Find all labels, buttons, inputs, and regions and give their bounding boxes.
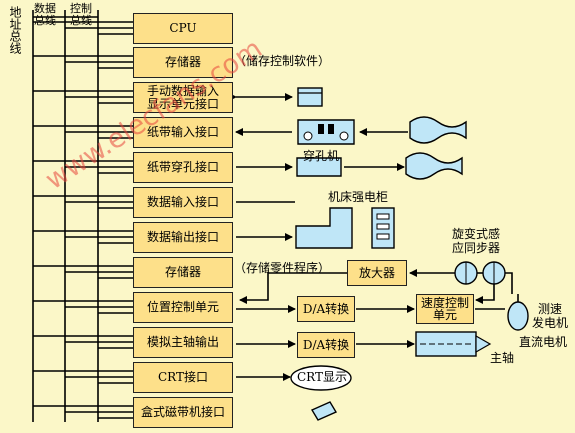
tape-input-box: 纸带输入接口 bbox=[133, 117, 233, 148]
spindle-output-label: 模拟主轴输出 bbox=[146, 335, 219, 349]
punch-label: 穿孔机 bbox=[303, 149, 340, 163]
memory-control-box: 存储器 bbox=[133, 47, 233, 78]
amplifier-label: 放大器 bbox=[358, 265, 395, 280]
tape-reader-head-1 bbox=[318, 124, 324, 134]
dc-motor-label: 直流电机 bbox=[519, 335, 568, 349]
da-converter-1-box: D/A转换 bbox=[297, 296, 355, 322]
resolver-label: 旋变式感 应同步器 bbox=[452, 227, 501, 255]
cabinet-icon bbox=[295, 207, 353, 249]
memory-control-label: 存储器 bbox=[164, 55, 201, 69]
tape-punch-box: 纸带穿孔接口 bbox=[133, 152, 233, 183]
spindle-icon bbox=[475, 334, 492, 354]
memory-control-note: （储存控制软件） bbox=[234, 54, 331, 68]
tape-punch-label: 纸带穿孔接口 bbox=[146, 160, 219, 174]
speed-control-box: 速度控制 单元 bbox=[416, 294, 474, 324]
tape-input-label: 纸带输入接口 bbox=[146, 125, 219, 139]
position-control-box: 位置控制单元 bbox=[133, 292, 233, 323]
memory-parts-box: 存储器 bbox=[133, 257, 233, 288]
data-output-box: 数据输出接口 bbox=[133, 222, 233, 253]
cassette-interface-box: 盒式磁带机接口 bbox=[133, 397, 233, 428]
da-converter-2-box: D/A转换 bbox=[297, 332, 355, 358]
tape-reader-head-2 bbox=[328, 124, 334, 134]
spindle-label: 主轴 bbox=[490, 351, 515, 365]
resolver-to-tacho-line bbox=[505, 272, 513, 294]
cassette-interface-label: 盒式磁带机接口 bbox=[140, 405, 225, 419]
cassette-icon bbox=[310, 401, 338, 421]
crt-interface-box: CRT接口 bbox=[133, 362, 233, 393]
memory-parts-label: 存储器 bbox=[164, 265, 201, 279]
cpu-box: CPU bbox=[133, 13, 233, 44]
tacho-icon bbox=[507, 301, 529, 331]
manual-input-box: 手动数据输入 显示单元接口 bbox=[133, 82, 233, 113]
manual-input-label: 手动数据输入 显示单元接口 bbox=[146, 83, 219, 111]
display-unit-icon bbox=[297, 87, 323, 107]
cabinet-panel-slot-1 bbox=[376, 223, 390, 230]
tape-punch-icon bbox=[296, 157, 342, 177]
data-input-box: 数据输入接口 bbox=[133, 187, 233, 218]
memory-parts-note: （存储零件程序） bbox=[234, 261, 331, 275]
data-output-label: 数据输出接口 bbox=[146, 230, 219, 244]
cpu-label: CPU bbox=[169, 21, 197, 35]
amp-to-position-line bbox=[239, 272, 347, 304]
da-converter-2-label: D/A转换 bbox=[302, 337, 350, 352]
spindle-output-box: 模拟主轴输出 bbox=[133, 327, 233, 358]
cabinet-label: 机床强电柜 bbox=[328, 190, 389, 204]
data-input-label: 数据输入接口 bbox=[146, 195, 219, 209]
tape-reader-reel-left bbox=[303, 131, 313, 141]
tacho-label: 测速 发电机 bbox=[532, 302, 569, 330]
position-control-label: 位置控制单元 bbox=[146, 300, 219, 314]
amplifier-box: 放大器 bbox=[347, 260, 407, 286]
crt-interface-label: CRT接口 bbox=[157, 370, 208, 384]
cabinet-panel-slot-2 bbox=[376, 233, 390, 240]
da-converter-1-label: D/A转换 bbox=[302, 301, 350, 316]
resolver-to-speed-line bbox=[475, 284, 495, 304]
paper-tape-in-icon bbox=[409, 116, 467, 144]
speed-control-label: 速度控制 单元 bbox=[420, 296, 469, 322]
paper-tape-out-icon bbox=[405, 152, 463, 180]
tape-reader-reel-right bbox=[339, 131, 349, 141]
crt-display-icon bbox=[290, 365, 352, 391]
crt-display-label: CRT显示 bbox=[297, 370, 348, 384]
address-bus-label: 地址总线 bbox=[8, 6, 22, 54]
cabinet-panel-slot-0 bbox=[376, 213, 390, 220]
